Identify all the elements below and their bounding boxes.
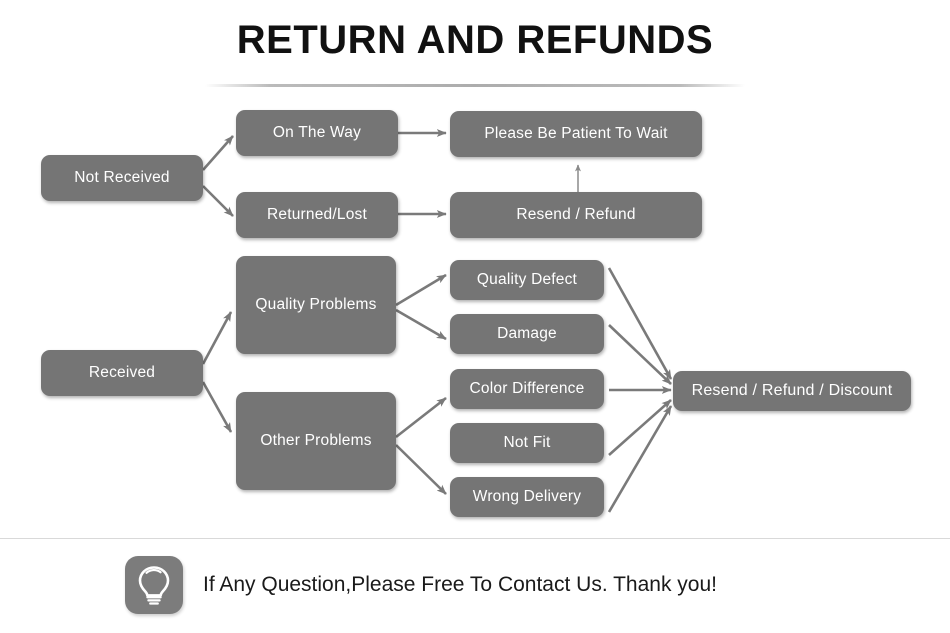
node-other-problems[interactable]: Other Problems — [236, 392, 396, 490]
arrow-other-problems-to-color-difference — [395, 396, 447, 439]
footer-divider — [0, 538, 950, 539]
lightbulb-icon — [125, 556, 183, 614]
footer: If Any Question,Please Free To Contact U… — [125, 556, 717, 614]
arrow-damage-to-final — [608, 324, 672, 385]
node-resend-refund-discount[interactable]: Resend / Refund / Discount — [673, 371, 911, 411]
node-received[interactable]: Received — [41, 350, 203, 396]
arrow-other-problems-to-wrong-delivery — [395, 444, 447, 495]
node-please-be-patient-to-wait[interactable]: Please Be Patient To Wait — [450, 111, 702, 157]
arrow-not-received-to-returned-lost — [202, 185, 234, 217]
arrow-quality-defect-to-final — [607, 267, 673, 380]
page-title: RETURN AND REFUNDS — [236, 18, 714, 62]
arrow-not-fit-to-final — [608, 399, 672, 456]
footer-text: If Any Question,Please Free To Contact U… — [203, 573, 717, 596]
node-returned-lost[interactable]: Returned/Lost — [236, 192, 398, 238]
arrow-quality-problems-to-quality-defect — [395, 273, 447, 307]
title-divider — [205, 84, 745, 87]
arrow-received-to-quality-problems — [201, 311, 233, 365]
node-quality-defect[interactable]: Quality Defect — [450, 260, 604, 300]
arrow-wrong-delivery-to-final — [607, 405, 673, 513]
node-not-received[interactable]: Not Received — [41, 155, 203, 201]
node-quality-problems[interactable]: Quality Problems — [236, 256, 396, 354]
arrow-quality-problems-to-damage — [395, 308, 447, 341]
node-damage[interactable]: Damage — [450, 314, 604, 354]
node-resend-refund[interactable]: Resend / Refund — [450, 192, 702, 238]
arrow-not-received-to-on-the-way — [202, 135, 234, 171]
node-not-fit[interactable]: Not Fit — [450, 423, 604, 463]
node-on-the-way[interactable]: On The Way — [236, 110, 398, 156]
arrow-received-to-other-problems — [201, 381, 233, 433]
node-wrong-delivery[interactable]: Wrong Delivery — [450, 477, 604, 517]
node-color-difference[interactable]: Color Difference — [450, 369, 604, 409]
